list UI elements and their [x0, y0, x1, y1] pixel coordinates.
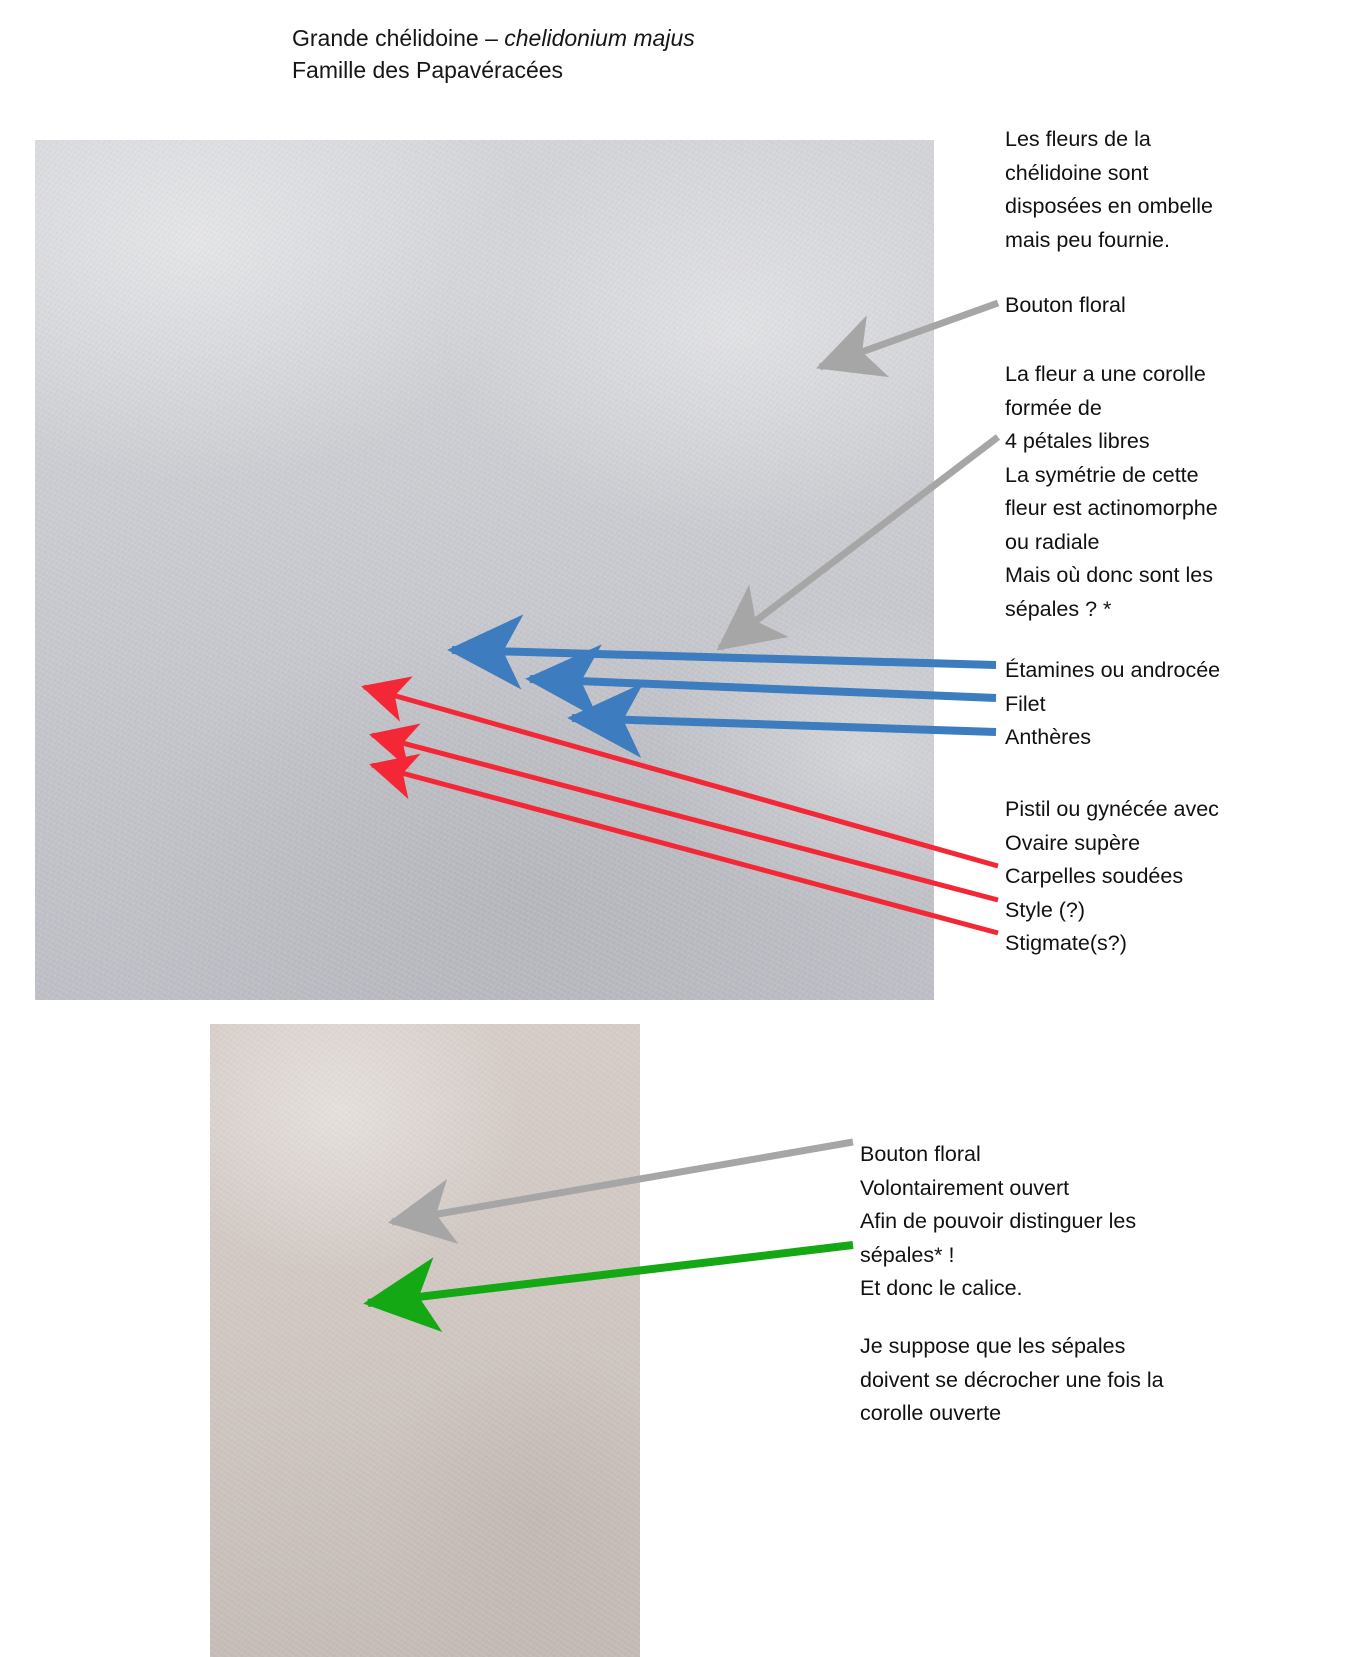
note-line: Et donc le calice. [860, 1276, 1023, 1300]
photo-paper-background [35, 140, 934, 1000]
note-line: mais peu fournie. [1005, 227, 1170, 252]
note-line: Les fleurs de la [1005, 127, 1151, 151]
title-line-family: Famille des Papavéracées [292, 57, 564, 83]
note-line: Volontairement ouvert [860, 1175, 1070, 1200]
note-line: Mais où donc sont les [1005, 563, 1213, 587]
note-sepals-hypothesis: Je suppose que les sépales doivent se dé… [860, 1330, 1260, 1431]
label-carpelles: Carpelles soudées [1005, 864, 1184, 888]
note-line: formée de [1005, 395, 1102, 420]
note-line: doivent se décrocher une fois la [860, 1367, 1164, 1392]
note-line: disposées en ombelle [1005, 194, 1213, 218]
title-scientific-name: chelidonium majus [504, 25, 695, 51]
note-umbel: Les fleurs de la chélidoine sont disposé… [1005, 123, 1355, 257]
label-filet: Filet [1005, 691, 1046, 716]
label-bouton-floral-bottom: Bouton floral [860, 1142, 981, 1166]
note-line: sépales ? * [1005, 596, 1112, 621]
label-stigmate: Stigmate(s?) [1005, 931, 1127, 955]
note-line: Afin de pouvoir distinguer les [860, 1209, 1137, 1233]
title-common-name: Grande chélidoine – [292, 25, 505, 51]
note-corolla: La fleur a une corolle formée de 4 pétal… [1005, 358, 1357, 626]
label-sepales: sépales* ! [860, 1242, 955, 1267]
note-stamens: Étamines ou androcée Filet Anthères [1005, 654, 1220, 755]
label-etamines: Étamines ou androcée [1005, 658, 1221, 682]
note-pistil: Pistil ou gynécée avec Ovaire supère Car… [1005, 793, 1219, 961]
note-opened-bud: Bouton floral Volontairement ouvert Afin… [860, 1138, 1260, 1306]
note-line: La symétrie de cette [1005, 462, 1199, 487]
note-line: La fleur a une corolle [1005, 362, 1206, 386]
label-ovaire: Ovaire supère [1005, 830, 1141, 855]
label-bouton-floral-top: Bouton floral [1005, 289, 1126, 323]
label-pistil: Pistil ou gynécée avec [1005, 797, 1219, 821]
label-antheres: Anthères [1005, 725, 1092, 749]
main-flower-photo [35, 140, 934, 1000]
note-line: fleur est actinomorphe [1005, 496, 1218, 520]
note-line: ou radiale [1005, 529, 1100, 554]
label-style: Style (?) [1005, 897, 1086, 922]
photo-paper-background-bud [210, 1024, 640, 1657]
opened-bud-photo [210, 1024, 640, 1657]
page-title: Grande chélidoine – chelidonium majus Fa… [292, 22, 912, 86]
note-line: 4 pétales libres [1005, 429, 1150, 453]
note-line: chélidoine sont [1005, 160, 1149, 185]
note-line: Bouton floral [1005, 293, 1126, 317]
title-line-species: Grande chélidoine – chelidonium majus [292, 22, 912, 54]
note-line: corolle ouverte [860, 1401, 1002, 1425]
note-line: Je suppose que les sépales [860, 1334, 1126, 1358]
